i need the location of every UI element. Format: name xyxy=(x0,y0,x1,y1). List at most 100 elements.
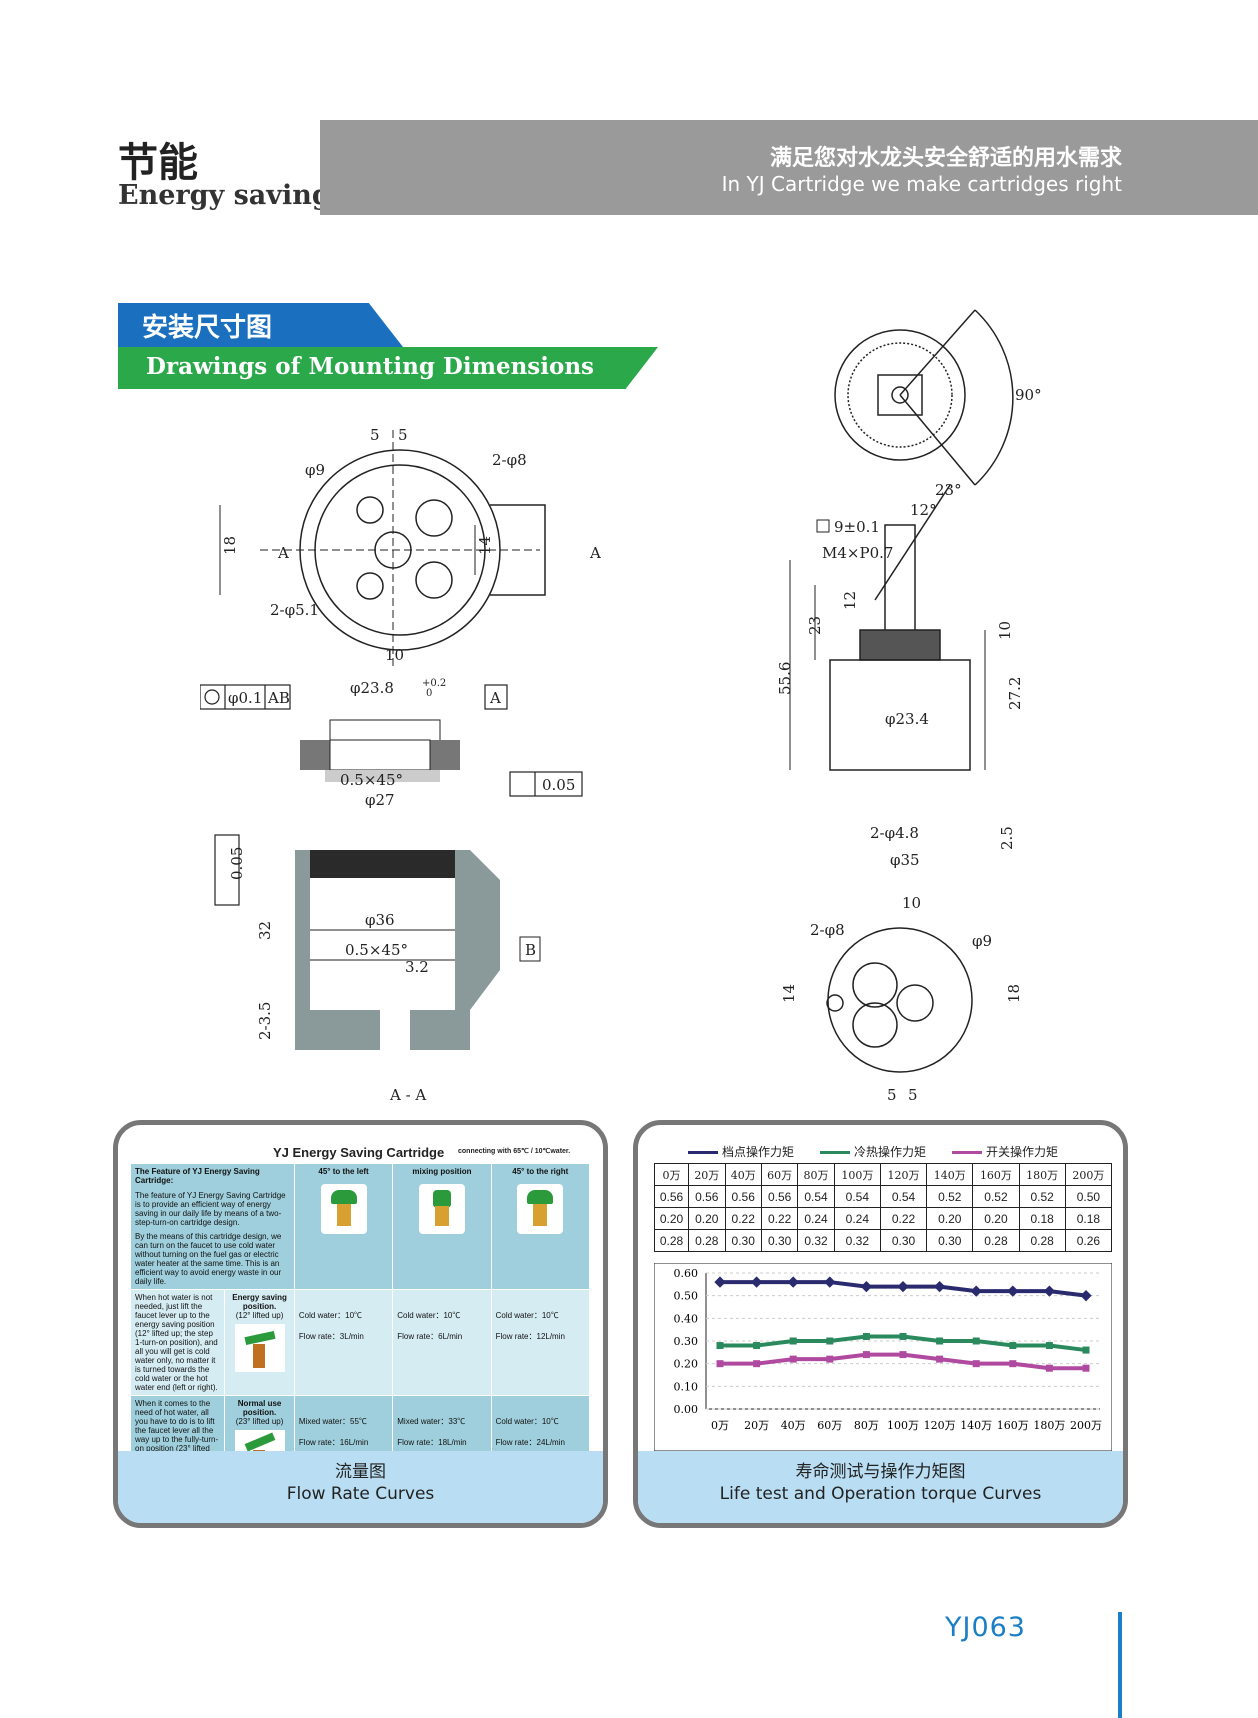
dim-phi27: φ27 xyxy=(365,791,395,809)
x-tick-label: 40万 xyxy=(781,1419,806,1432)
dim-bore-tol: +0.2 xyxy=(422,678,446,689)
tol-concentric: φ0.1 xyxy=(228,689,262,707)
section-title-zh: 安装尺寸图 xyxy=(118,303,403,347)
dim-b-14: 14 xyxy=(780,984,798,1003)
x-tick-label: 100万 xyxy=(887,1419,919,1432)
row1-c2b: Flow rate：6L/min xyxy=(397,1332,463,1341)
header-title-en: Energy saving xyxy=(118,180,331,211)
row1-text: When hot water is not needed, just lift … xyxy=(135,1293,218,1392)
dim-10-right: 10 xyxy=(996,621,1014,640)
table-header-cell: 160万 xyxy=(972,1163,1020,1186)
table-cell: 0.22 xyxy=(760,1207,799,1230)
faucet-icon-1 xyxy=(234,1324,285,1372)
data-point xyxy=(862,1351,870,1359)
y-tick-label: 0.30 xyxy=(674,1335,699,1348)
flow-panel-title: YJ Energy Saving Cartridge xyxy=(273,1145,445,1160)
table-cell: 0.52 xyxy=(1018,1185,1066,1208)
data-point xyxy=(716,1342,724,1350)
dim-phi36: φ36 xyxy=(365,911,395,929)
row1-sub: (12° lifted up) xyxy=(235,1311,284,1320)
table-cell: 0.18 xyxy=(1064,1207,1113,1230)
dim-12: 12 xyxy=(841,591,859,610)
dim-bore: φ23.8 xyxy=(350,679,394,697)
y-tick-label: 0.20 xyxy=(674,1358,699,1371)
dim-2-3-5: 2-3.5 xyxy=(256,1002,274,1040)
table-cell: 0.28 xyxy=(972,1229,1020,1252)
dim-5-5: 5 xyxy=(370,426,380,444)
row2-c3b: Flow rate：24L/min xyxy=(495,1438,565,1447)
data-point xyxy=(972,1360,980,1368)
row1-c3b: Flow rate：12L/min xyxy=(495,1332,565,1341)
life-panel-footer: 寿命测试与操作力矩图 Life test and Operation torqu… xyxy=(638,1451,1123,1523)
legend-item-2: 开关操作力矩 xyxy=(952,1143,1058,1160)
lever-icon-left xyxy=(320,1184,367,1234)
seat-section xyxy=(300,719,460,782)
dim-55-6: 55.6 xyxy=(776,662,794,695)
dim-90deg: 90° xyxy=(1015,386,1042,404)
table-cell: 0.20 xyxy=(653,1207,690,1230)
row1-c1a: Cold water：10℃ xyxy=(298,1311,363,1320)
y-tick-label: 0.50 xyxy=(674,1290,699,1303)
data-point xyxy=(753,1342,761,1350)
tol-parallel: 0.05 xyxy=(228,847,246,880)
slogan-en: In YJ Cartridge we make cartridges right xyxy=(721,172,1122,196)
dim-2-5: 2.5 xyxy=(998,826,1016,850)
dim-27-2: 27.2 xyxy=(1006,677,1024,710)
dim-bore-tol2: 0 xyxy=(426,688,432,699)
dim-2phi8: 2-φ8 xyxy=(492,451,527,469)
data-point xyxy=(936,1355,944,1363)
tol-flat: 0.05 xyxy=(542,776,575,794)
row1-c1b: Flow rate：3L/min xyxy=(298,1332,364,1341)
life-footer-zh: 寿命测试与操作力矩图 xyxy=(795,1462,966,1482)
dim-m4: M4×P0.7 xyxy=(822,544,893,562)
table-header-cell: 180万 xyxy=(1018,1163,1066,1186)
table-header-cell: 0万 xyxy=(653,1163,690,1186)
dim-32: 32 xyxy=(256,921,274,940)
x-tick-label: 60万 xyxy=(817,1419,842,1432)
dim-phi35: φ35 xyxy=(890,851,920,869)
data-point xyxy=(899,1351,907,1359)
data-point xyxy=(789,1355,797,1363)
table-cell: 0.28 xyxy=(1018,1229,1066,1252)
dim-14: 14 xyxy=(476,536,494,555)
flow-panel-footer: 流量图 Flow Rate Curves xyxy=(118,1451,603,1523)
data-point xyxy=(753,1360,761,1368)
data-point xyxy=(862,1332,870,1340)
dim-12deg: 12° xyxy=(910,501,937,519)
table-cell: 0.52 xyxy=(926,1185,974,1208)
table-cell: 0.56 xyxy=(653,1185,690,1208)
table-header-cell: 80万 xyxy=(797,1163,835,1186)
table-header-cell: 200万 xyxy=(1064,1163,1113,1186)
y-tick-label: 0.10 xyxy=(674,1380,699,1393)
data-point xyxy=(1009,1342,1017,1350)
dim-chamfer: 0.5×45° xyxy=(340,771,403,789)
header-banner: 满足您对水龙头安全舒适的用水需求 In YJ Cartridge we make… xyxy=(320,120,1258,215)
slogan-zh: 满足您对水龙头安全舒适的用水需求 xyxy=(769,146,1122,171)
datum-b: B xyxy=(525,941,536,959)
row2-c1a: Mixed water：55℃ xyxy=(298,1417,367,1426)
table-header-cell: 60万 xyxy=(760,1163,799,1186)
data-point xyxy=(972,1337,980,1345)
table-cell: 0.32 xyxy=(797,1229,835,1252)
table-cell: 0.56 xyxy=(760,1185,799,1208)
data-point xyxy=(789,1337,797,1345)
table-header-cell: 100万 xyxy=(833,1163,881,1186)
data-point xyxy=(1082,1346,1090,1354)
section-title-en: Drawings of Mounting Dimensions xyxy=(118,347,658,389)
data-point xyxy=(826,1337,834,1345)
x-tick-label: 0万 xyxy=(711,1419,729,1432)
data-point xyxy=(826,1355,834,1363)
row1-label: Energy saving position. xyxy=(232,1293,287,1311)
table-header-cell: 140万 xyxy=(926,1163,974,1186)
table-cell: 0.22 xyxy=(879,1207,928,1230)
dim-23: 23 xyxy=(806,616,824,635)
table-cell: 0.52 xyxy=(972,1185,1020,1208)
dim-sq9: 9±0.1 xyxy=(834,518,880,536)
table-cell: 0.28 xyxy=(653,1229,690,1252)
sect-a-left: A xyxy=(277,544,289,562)
table-cell: 0.20 xyxy=(972,1207,1020,1230)
table-cell: 0.50 xyxy=(1064,1185,1113,1208)
row2-c1b: Flow rate：16L/min xyxy=(298,1438,369,1447)
